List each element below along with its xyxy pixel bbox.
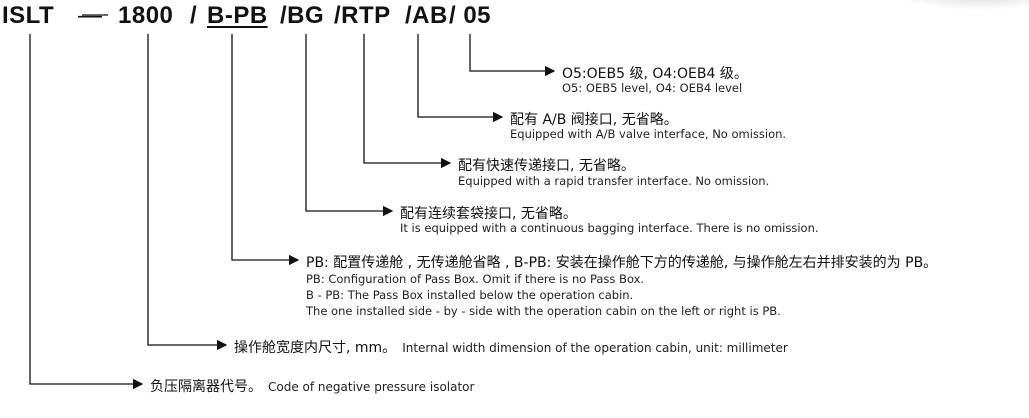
oeb-label-zh: O5:OEB5 级, O4:OEB4 级。 [562,66,748,82]
connector-ab [417,34,504,123]
code-width: 1800 [118,2,174,29]
code-label-en: Code of negative pressure isolator [268,380,475,394]
rtp-label-zh: 配有快速传递接口, 无省略。 [458,158,635,174]
pb-label-en-2: B - PB: The Pass Box installed below the… [306,288,634,302]
corner-shading [889,0,1029,10]
code-rtp: /RTP [334,2,391,29]
code-label-zh: 负压隔离器代号。 [150,379,262,395]
width-label-zh: 操作舱宽度内尺寸, mm。 [234,340,397,356]
code-bpb: B-PB [207,2,268,29]
code-last: / 05 [449,2,492,29]
code-islt: ISLT [2,2,55,29]
code-bg: /BG [280,2,325,29]
code-label: 负压隔离器代号。 Code of negative pressure isolat… [150,376,474,396]
bg-label-en: It is equipped with a continuous bagging… [400,221,819,235]
code-slash: / [190,2,198,29]
pb-label-en-1: PB: Configuration of Pass Box. Omit if t… [306,272,645,286]
rtp-label-en: Equipped with a rapid transfer interface… [458,174,770,188]
connector-code [29,34,144,390]
ab-label-en: Equipped with A/B valve interface, No om… [510,127,787,141]
connector-bg [305,34,394,217]
code-ab: /AB [405,2,448,29]
bg-label-zh: 配有连续套袋接口, 无省略。 [400,206,577,222]
connector-rtp [363,34,452,169]
oeb-label-en: O5: OEB5 level, O4: OEB4 level [562,81,743,95]
connector-width [147,34,228,351]
width-label: 操作舱宽度内尺寸, mm。 Internal width dimension of… [234,337,788,357]
pb-label-zh: PB: 配置传递舱 , 无传递舱省略 , B-PB: 安装在操作舱下方的传递舱,… [306,255,938,271]
connector-pb [231,34,300,266]
pb-label-en-3: The one installed side - by - side with … [306,304,781,318]
ab-label-zh: 配有 A/B 阀接口, 无省略。 [510,112,678,128]
connector-oeb [469,34,556,77]
width-label-en: Internal width dimension of the operatio… [402,341,788,355]
